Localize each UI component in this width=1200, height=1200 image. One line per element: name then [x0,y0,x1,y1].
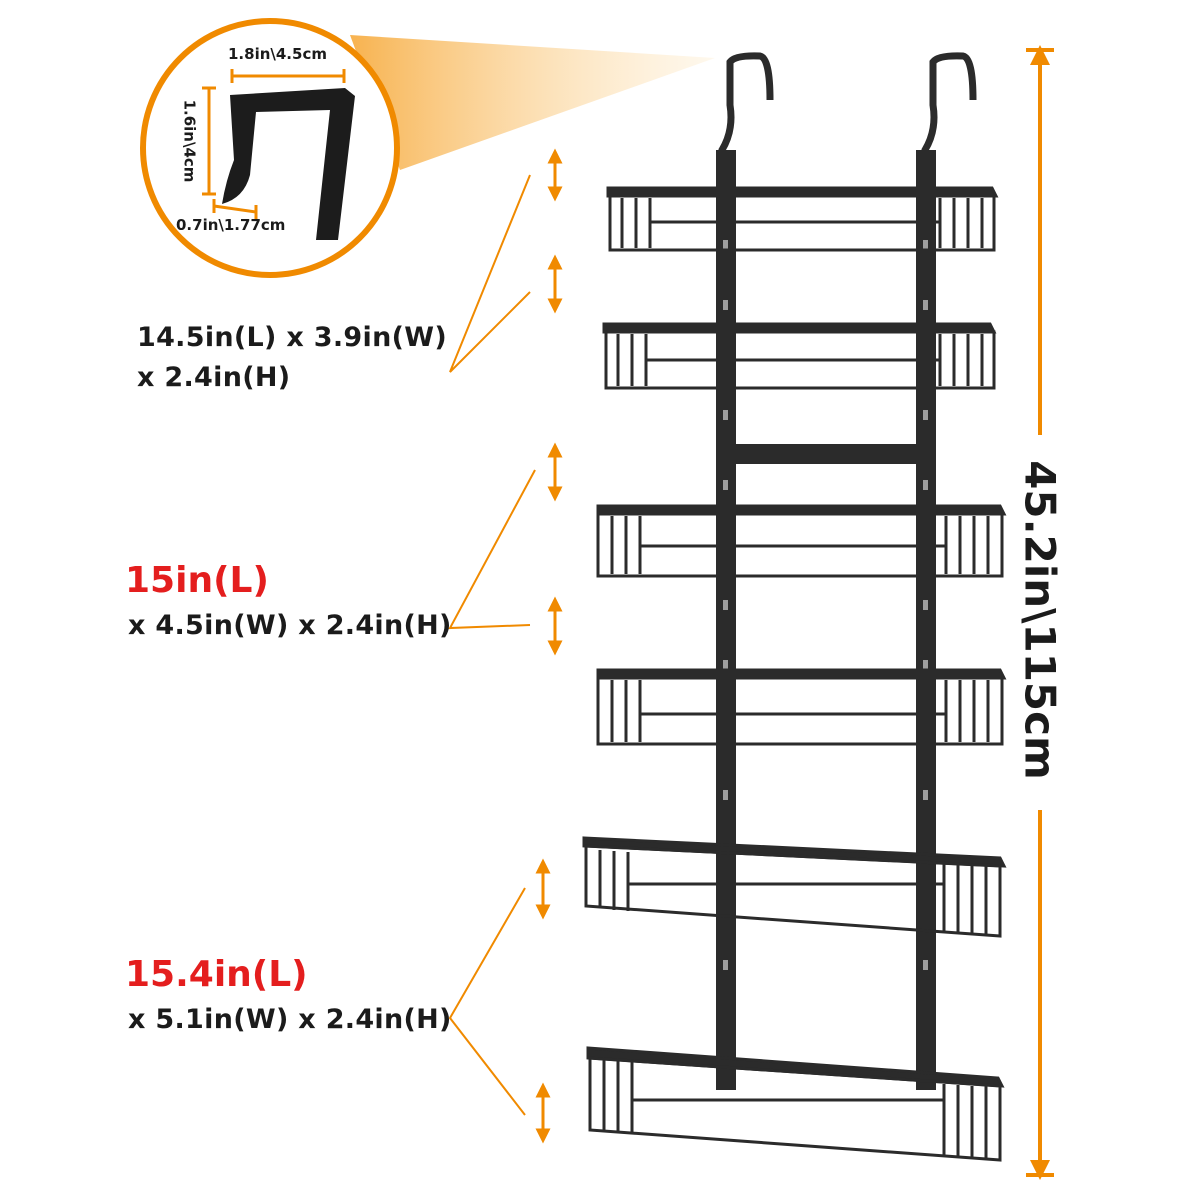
hook-depth-label: 0.7in\1.77cm [176,216,286,234]
basket-6 [586,1046,1005,1162]
total-height-dimension [1026,45,1054,1180]
hook-dimension-marks [202,69,346,219]
callout-leaders [448,174,536,1116]
basket-5 [582,836,1007,938]
door-hooks [718,52,977,190]
hook-width-label: 1.8in\4.5cm [228,45,327,63]
basket-2 [602,322,997,390]
total-height-label: 45.2in\115cm [1015,460,1065,780]
group-1-dimensions-line-1: 14.5in(L) x 3.9in(W) [137,322,447,353]
spacing-arrows [535,148,563,1144]
group-2-length-label: 15in(L) [125,560,269,601]
group-3-length-label: 15.4in(L) [125,954,308,995]
basket-1 [606,186,999,252]
basket-3 [596,504,1007,578]
zoom-beam [350,35,715,170]
group-2-dimensions-line: x 4.5in(W) x 2.4in(H) [128,610,452,641]
hook-icon [222,88,355,240]
basket-4 [596,668,1007,746]
group-1-dimensions-line-2: x 2.4in(H) [137,362,291,393]
group-3-dimensions-line: x 5.1in(W) x 2.4in(H) [128,1004,452,1035]
vertical-rails [716,150,936,1090]
hook-height-label: 1.6in\4cm [180,99,199,183]
rail-slots [723,240,928,970]
